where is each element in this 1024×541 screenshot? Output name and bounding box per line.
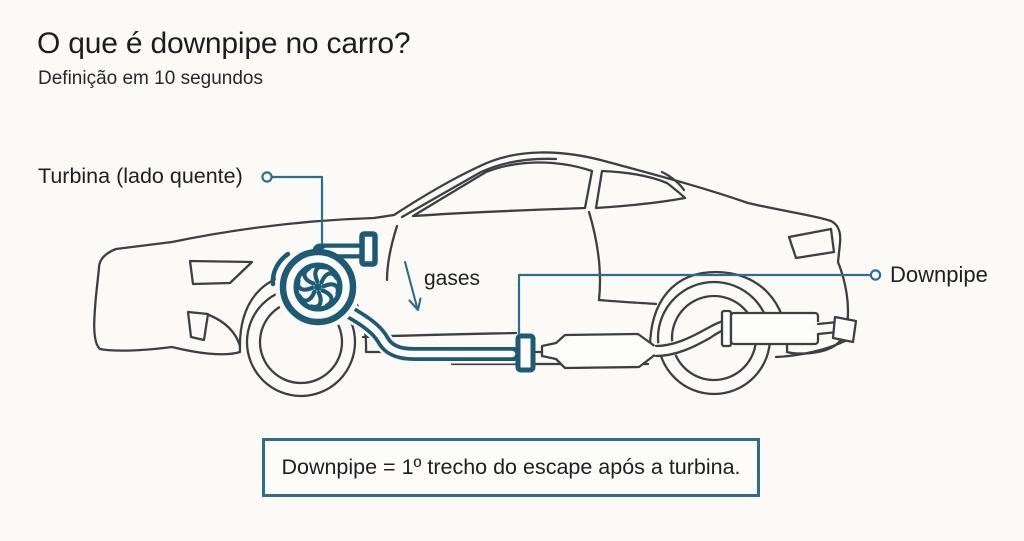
page-subtitle: Definição em 10 segundos <box>38 68 263 89</box>
downpipe-leader-line <box>517 273 871 336</box>
turbine-leader-line <box>271 175 324 245</box>
door-edge-front <box>385 224 399 282</box>
turbine-leader-dot <box>261 171 273 183</box>
door-crease <box>597 298 658 306</box>
exhaust-system <box>540 309 858 370</box>
taillight <box>787 227 836 260</box>
definition-caption-box: Downpipe = 1º trecho do escape após a tu… <box>262 438 760 497</box>
catalytic-converter <box>540 332 658 370</box>
c-pillar-line <box>660 170 686 192</box>
downpipe-pipe-highlight <box>324 293 536 373</box>
turbo-outlet-flange <box>359 231 378 267</box>
mid-pipe-top <box>654 318 728 348</box>
downpipe-leader-dot <box>869 269 882 281</box>
downpipe-mask <box>324 293 524 364</box>
downpipe-core <box>330 299 516 358</box>
gases-label: gases <box>424 267 481 290</box>
front-bumper-crease <box>207 313 242 348</box>
front-intake <box>186 310 210 342</box>
front-side-window <box>411 161 594 218</box>
downpipe-label: Downpipe <box>890 262 988 287</box>
page-title: O que é downpipe no carro? <box>37 27 411 60</box>
turbine-label: Turbina (lado quente) <box>38 164 243 188</box>
windshield-line <box>400 157 558 219</box>
turbo-fan-icon <box>295 264 341 310</box>
downpipe-flange <box>515 333 536 373</box>
turbo-accent-arc <box>270 251 291 287</box>
turbocharger-icon <box>270 231 378 330</box>
gases-arrow-icon <box>403 260 422 312</box>
muffler <box>729 311 820 346</box>
turbo-fan-hub <box>314 283 322 291</box>
rear-side-window <box>594 169 687 210</box>
headlight <box>188 259 254 286</box>
exhaust-tip <box>831 315 858 344</box>
door-edge-rear <box>587 210 602 302</box>
definition-caption-text: Downpipe = 1º trecho do escape após a tu… <box>281 455 741 479</box>
muffler-end-cap <box>720 309 733 348</box>
turbo-inlet-ring <box>293 262 343 312</box>
annotations <box>261 171 882 336</box>
rear-bumper-lower-line <box>774 339 847 359</box>
